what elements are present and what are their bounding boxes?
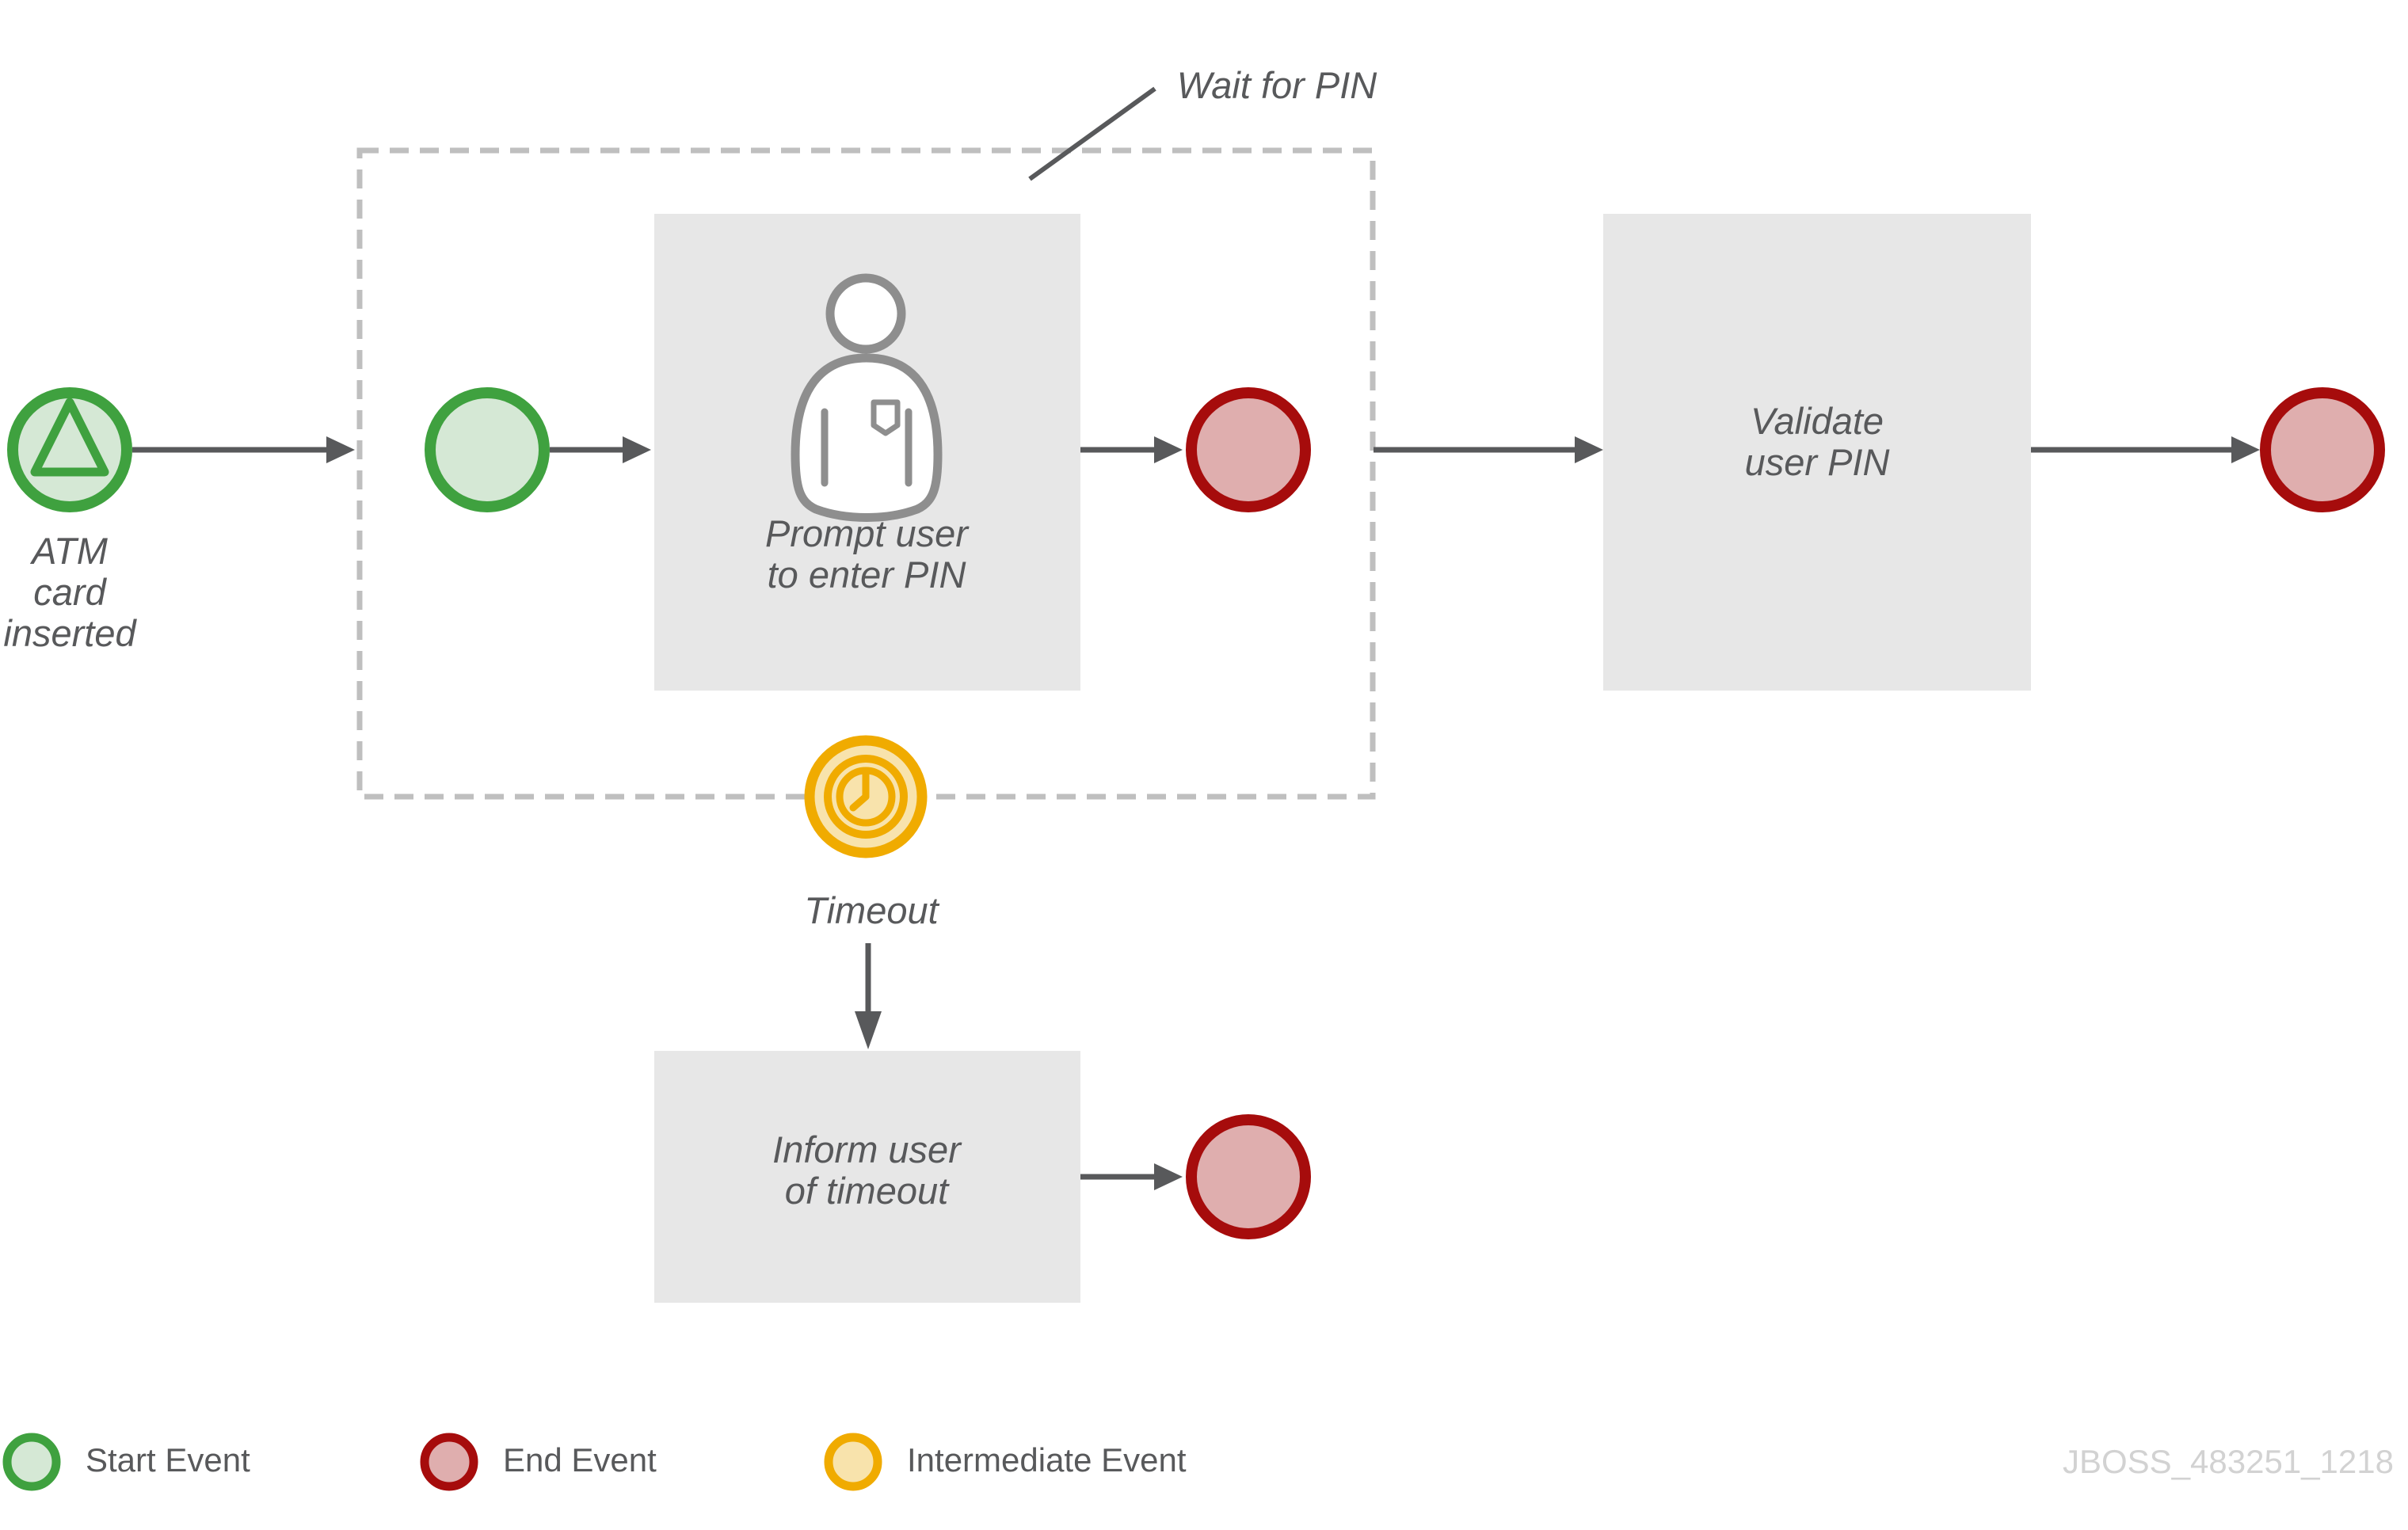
task-inform-timeout: Inform user of timeout	[654, 1051, 1080, 1303]
timer-inner-ring	[824, 755, 908, 839]
sequence-flow-prompt-to-end	[1080, 436, 1183, 463]
arrowhead-icon	[2231, 436, 2260, 463]
task-label-line: of timeout	[785, 1170, 950, 1212]
end-event-timeout	[1186, 1114, 1311, 1239]
legend: Start Event End Event Intermediate Event	[2, 1433, 1187, 1491]
user-head-shape	[825, 273, 906, 354]
task-validate-pin: Validate user PIN	[1603, 214, 2031, 691]
arrowhead-icon	[1154, 1163, 1183, 1190]
arrowhead-icon	[326, 436, 355, 463]
task-label-line: user PIN	[1745, 441, 1890, 483]
timer-label: Timeout	[804, 889, 939, 931]
end-event-main	[2260, 387, 2385, 512]
arrowhead-icon	[1154, 436, 1183, 463]
task-label-line: Inform user	[772, 1128, 962, 1170]
arrowhead-icon	[1575, 436, 1603, 463]
timer-event: Timeout	[804, 735, 940, 931]
start-event-wait	[425, 387, 550, 512]
signal-triangle-icon	[30, 398, 109, 477]
watermark: JBOSS_483251_1218	[2063, 1443, 2394, 1480]
end-event-wait	[1186, 387, 1311, 512]
atm-label-line: ATM	[29, 530, 109, 572]
task-label-line: Validate	[1751, 400, 1884, 442]
task-prompt-user: Prompt user to enter PIN	[654, 214, 1080, 691]
sequence-flow-inform-to-end	[1080, 1163, 1183, 1190]
legend-item-start: Start Event	[2, 1433, 250, 1491]
legend-item-intermediate: Intermediate Event	[824, 1433, 1187, 1491]
sequence-flow-start-to-prompt	[550, 436, 651, 463]
intermediate-event-legend-icon	[824, 1433, 882, 1491]
legend-label: Start Event	[86, 1441, 250, 1479]
annotation-pointer-line	[1028, 86, 1156, 181]
task-box	[1603, 214, 2031, 691]
subprocess-annotation-label: Wait for PIN	[1177, 64, 1377, 106]
task-label-line: Prompt user	[765, 512, 970, 554]
start-event-atm: ATM card inserted	[3, 387, 137, 654]
clock-face	[836, 767, 896, 827]
task-box	[654, 1051, 1080, 1303]
sequence-flow-validate-to-end	[2031, 436, 2260, 463]
arrowhead-icon	[855, 1011, 882, 1049]
task-label-line: to enter PIN	[768, 554, 966, 596]
atm-label-line: inserted	[3, 612, 137, 654]
sequence-flow-wait-to-validate	[1374, 436, 1603, 463]
legend-item-end: End Event	[420, 1433, 657, 1491]
sequence-flow-atm-to-wait	[132, 436, 355, 463]
legend-label: End Event	[503, 1441, 657, 1479]
sequence-flow-timeout-to-inform	[855, 943, 882, 1049]
clock-hour-hand	[849, 793, 870, 812]
user-pocket-shape	[871, 399, 901, 436]
start-event-legend-icon	[2, 1433, 61, 1491]
user-body-shape	[791, 353, 943, 522]
atm-label-line: card	[33, 571, 107, 613]
end-event-legend-icon	[420, 1433, 478, 1491]
start-event-circle	[7, 387, 132, 512]
arrowhead-icon	[623, 436, 651, 463]
legend-label: Intermediate Event	[907, 1441, 1187, 1479]
user-icon	[791, 273, 943, 522]
clock-icon	[836, 767, 896, 827]
subprocess-container	[356, 147, 1376, 800]
